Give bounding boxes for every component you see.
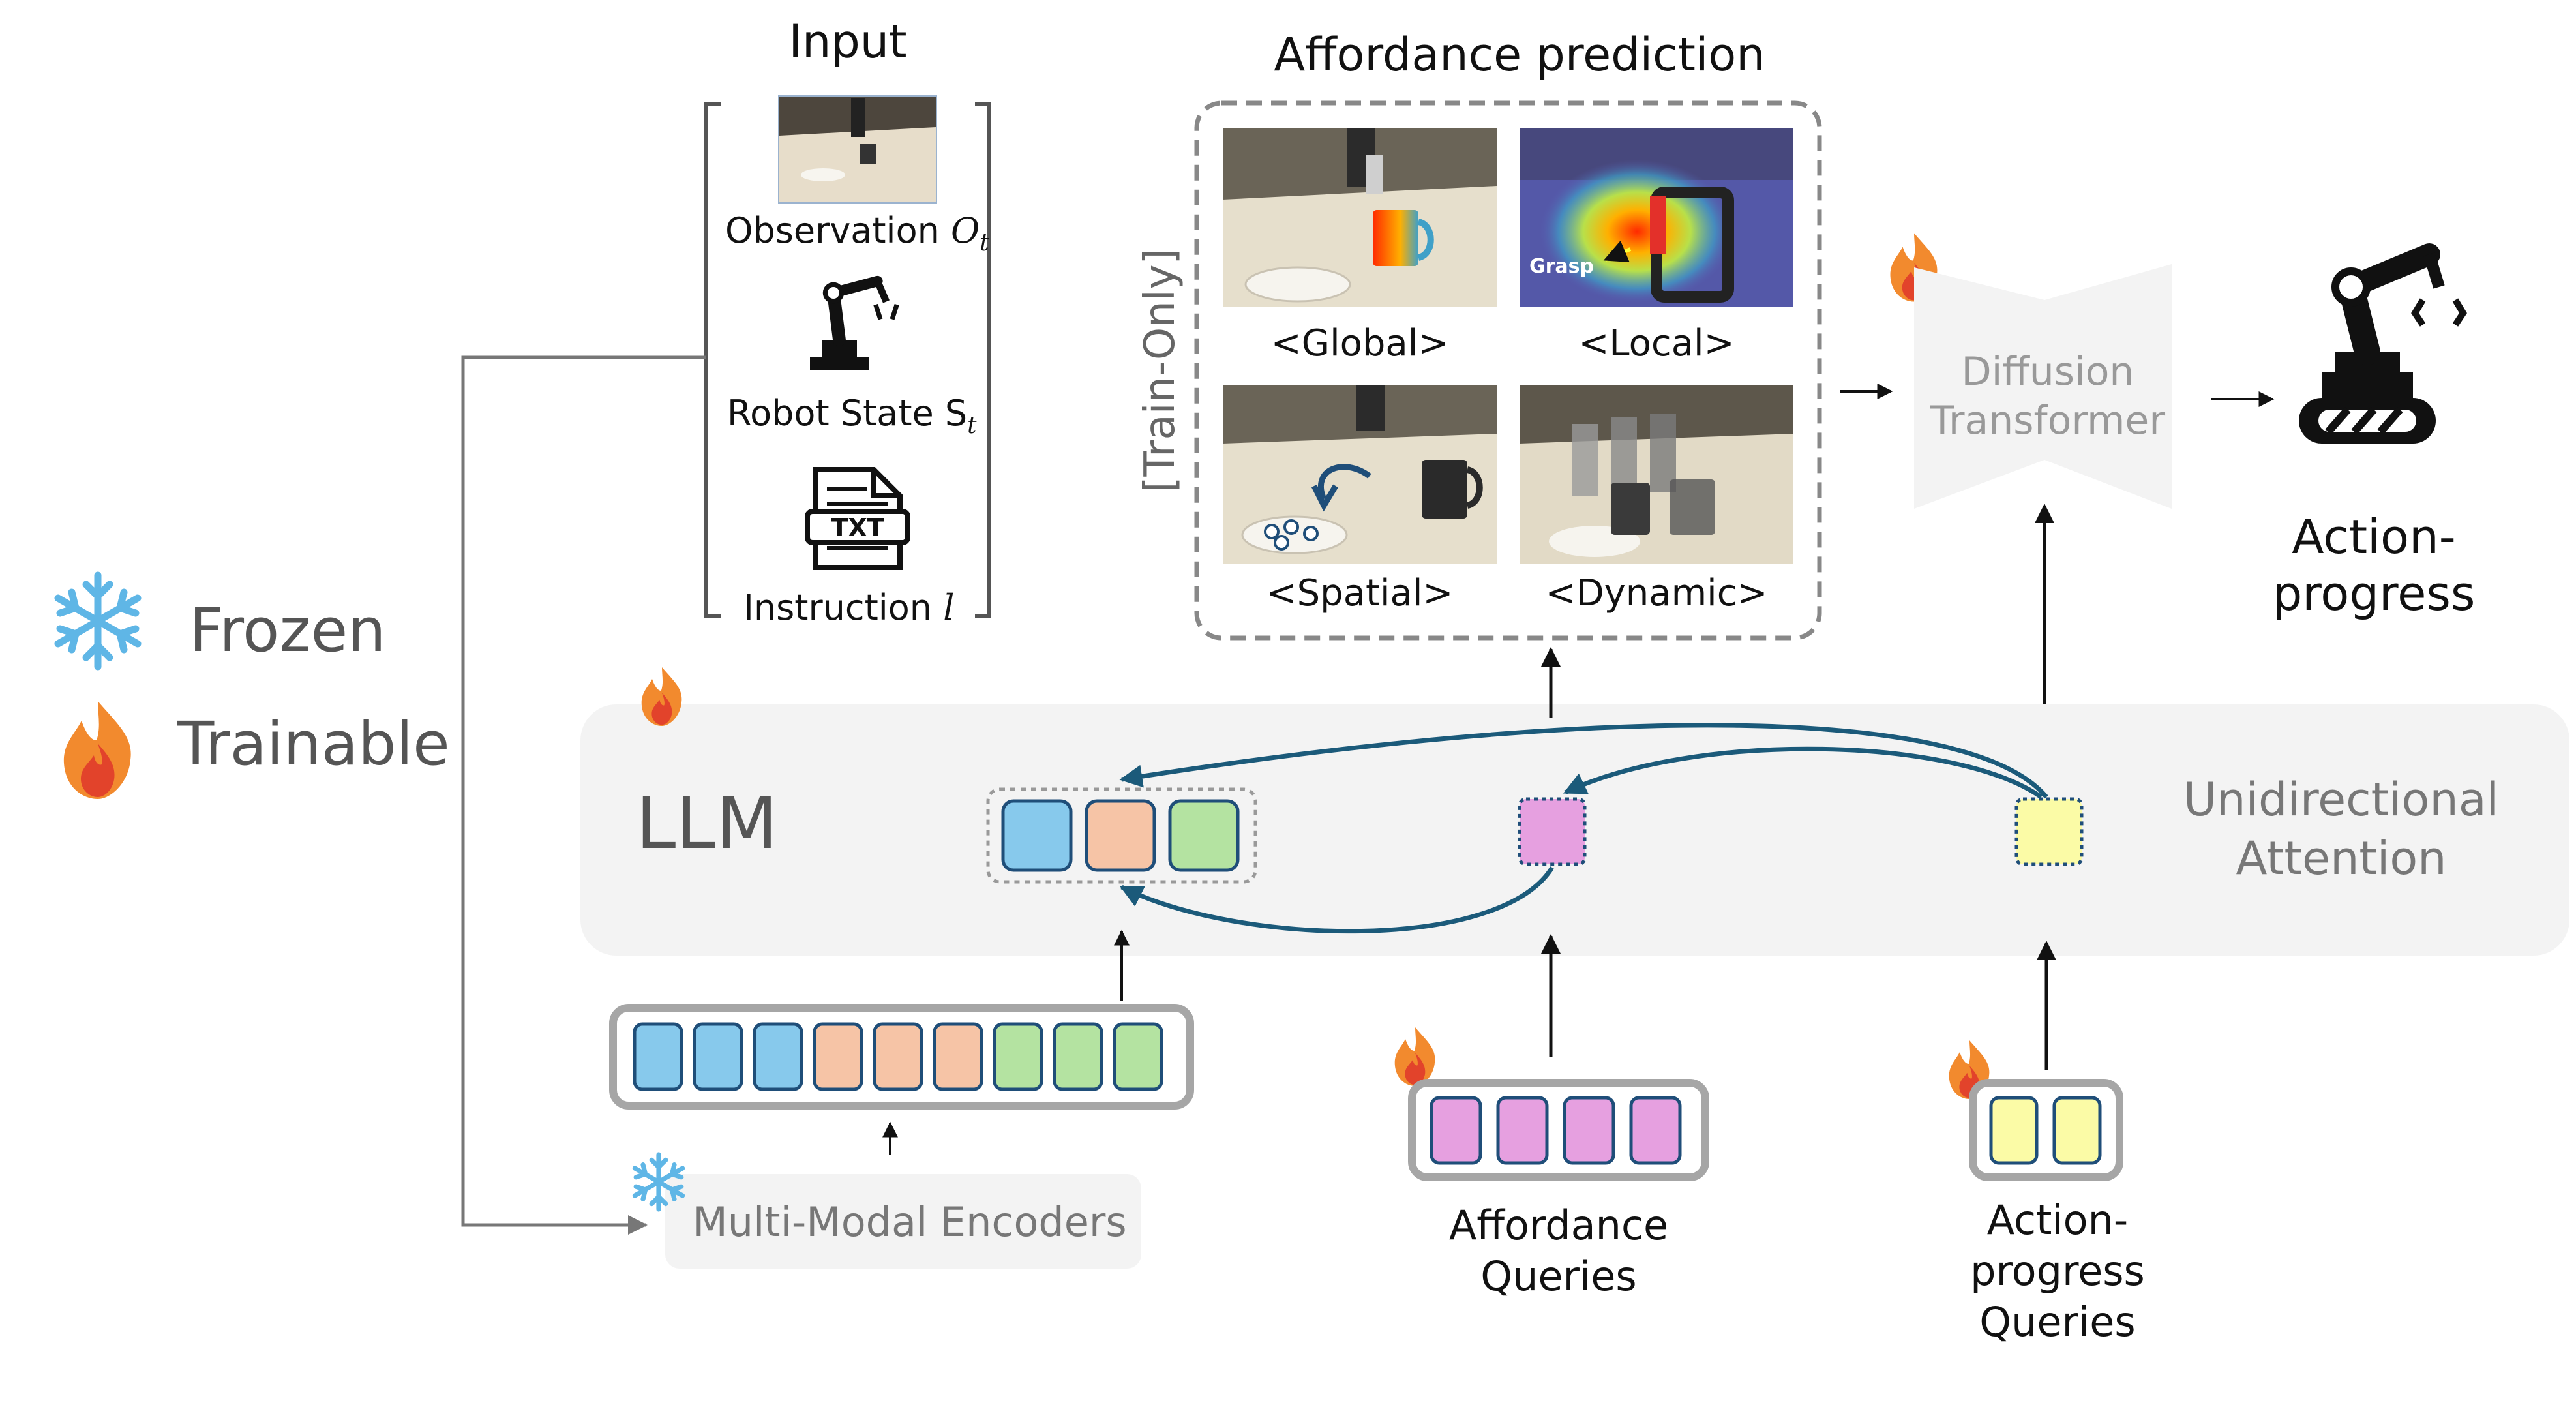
dynamic-panel-label: <Dynamic> (1546, 572, 1768, 614)
global-panel-image (1223, 128, 1497, 307)
text-file-icon: TXT (805, 467, 910, 570)
action-query-token (2052, 1096, 2102, 1165)
grasp-label: Grasp (1529, 255, 1594, 278)
attention-arrow-affordance-to-inputs (1119, 866, 1554, 934)
action-queries-line3: Queries (1979, 1298, 2135, 1346)
token-blue (753, 1022, 803, 1091)
token-green (993, 1022, 1043, 1091)
affordance-query-token (1430, 1096, 1482, 1165)
affordance-query-token (1563, 1096, 1615, 1165)
robot-arm-icon (2299, 243, 2467, 444)
snowflake-icon (54, 571, 142, 671)
token-blue (633, 1022, 683, 1091)
observation-label: Observation Ot (725, 210, 989, 256)
txt-badge: TXT (831, 513, 884, 542)
affordance-query-token (1629, 1096, 1682, 1165)
global-panel-label: <Global> (1271, 322, 1448, 365)
llm-token-affordance (1518, 797, 1587, 866)
affordance-prediction-section: Affordance prediction [Train-Only] <Glob… (1136, 28, 1822, 641)
output-section: Action- progress (2273, 243, 2476, 621)
token-salmon (813, 1022, 863, 1091)
attention-arrow-action-to-affordance (1563, 746, 2043, 799)
output-line1: Action- (2292, 509, 2455, 564)
encoders-label: Multi-Modal Encoders (693, 1198, 1126, 1246)
trainable-label: Trainable (177, 709, 450, 779)
input-right-bracket (975, 102, 991, 618)
diffusion-transformer-line1: Diffusion (1962, 349, 2134, 395)
diffusion-transformer-shape (1914, 264, 2172, 509)
robot-state-label: Robot State St (727, 393, 977, 439)
diffusion-transformer-block: Diffusion Transformer (1890, 233, 2172, 509)
action-progress-queries: Action- progress Queries (1949, 1040, 2145, 1346)
affordance-query-token (1496, 1096, 1549, 1165)
local-panel-label: <Local> (1579, 322, 1735, 365)
snowflake-icon (632, 1152, 685, 1212)
spatial-panel-label: <Spatial> (1266, 572, 1454, 614)
local-panel-image: Grasp (1520, 128, 1793, 307)
instruction-label: Instruction l (743, 587, 954, 628)
train-only-dashed-box (1194, 100, 1822, 641)
token-salmon (933, 1022, 983, 1091)
attention-arrow-action-to-inputs (1119, 723, 2048, 799)
llm-block: LLM Unidirectional Attention (580, 667, 2569, 956)
action-queries-line1: Action- (1987, 1196, 2129, 1244)
attention-line1: Unidirectional (2183, 773, 2499, 826)
llm-token-group (986, 787, 1257, 884)
output-line2: progress (2273, 566, 2476, 621)
encoder-token-sequence (609, 1004, 1194, 1110)
llm-token-green (1168, 799, 1240, 872)
token-salmon (873, 1022, 923, 1091)
affordance-queries-line2: Queries (1480, 1252, 1636, 1300)
dynamic-panel-image (1520, 385, 1793, 564)
token-green (1053, 1022, 1103, 1091)
frozen-label: Frozen (189, 596, 386, 665)
flame-icon (1394, 1027, 1435, 1086)
input-to-encoders-arrow (461, 355, 706, 1235)
llm-label: LLM (636, 781, 777, 865)
legend: Frozen Trainable (54, 571, 450, 799)
affordance-prediction-title: Affordance prediction (1274, 28, 1765, 82)
input-left-bracket (704, 102, 721, 618)
input-title: Input (788, 15, 906, 68)
token-green (1113, 1022, 1163, 1091)
action-query-token (1989, 1096, 2039, 1165)
robot-arm-icon (810, 275, 899, 370)
action-queries-line2: progress (1970, 1247, 2145, 1295)
token-blue (693, 1022, 743, 1091)
attention-line2: Attention (2236, 832, 2446, 885)
encoders-box (665, 1174, 1141, 1269)
flame-icon (63, 701, 131, 799)
affordance-queries-line1: Affordance (1449, 1201, 1668, 1249)
diffusion-transformer-line2: Transformer (1930, 398, 2165, 444)
affordance-queries: Affordance Queries (1394, 1027, 1709, 1300)
flame-icon (641, 667, 682, 726)
llm-token-action (2014, 797, 2084, 866)
llm-token-salmon (1085, 799, 1156, 872)
train-only-label: [Train-Only] (1136, 249, 1184, 493)
input-section: Input Observation Ot Robot State St (704, 15, 991, 628)
spatial-panel-image (1223, 385, 1497, 564)
llm-token-blue (1001, 799, 1073, 872)
observation-thumbnail (778, 95, 937, 204)
multi-modal-encoders: Multi-Modal Encoders (632, 1152, 1141, 1269)
